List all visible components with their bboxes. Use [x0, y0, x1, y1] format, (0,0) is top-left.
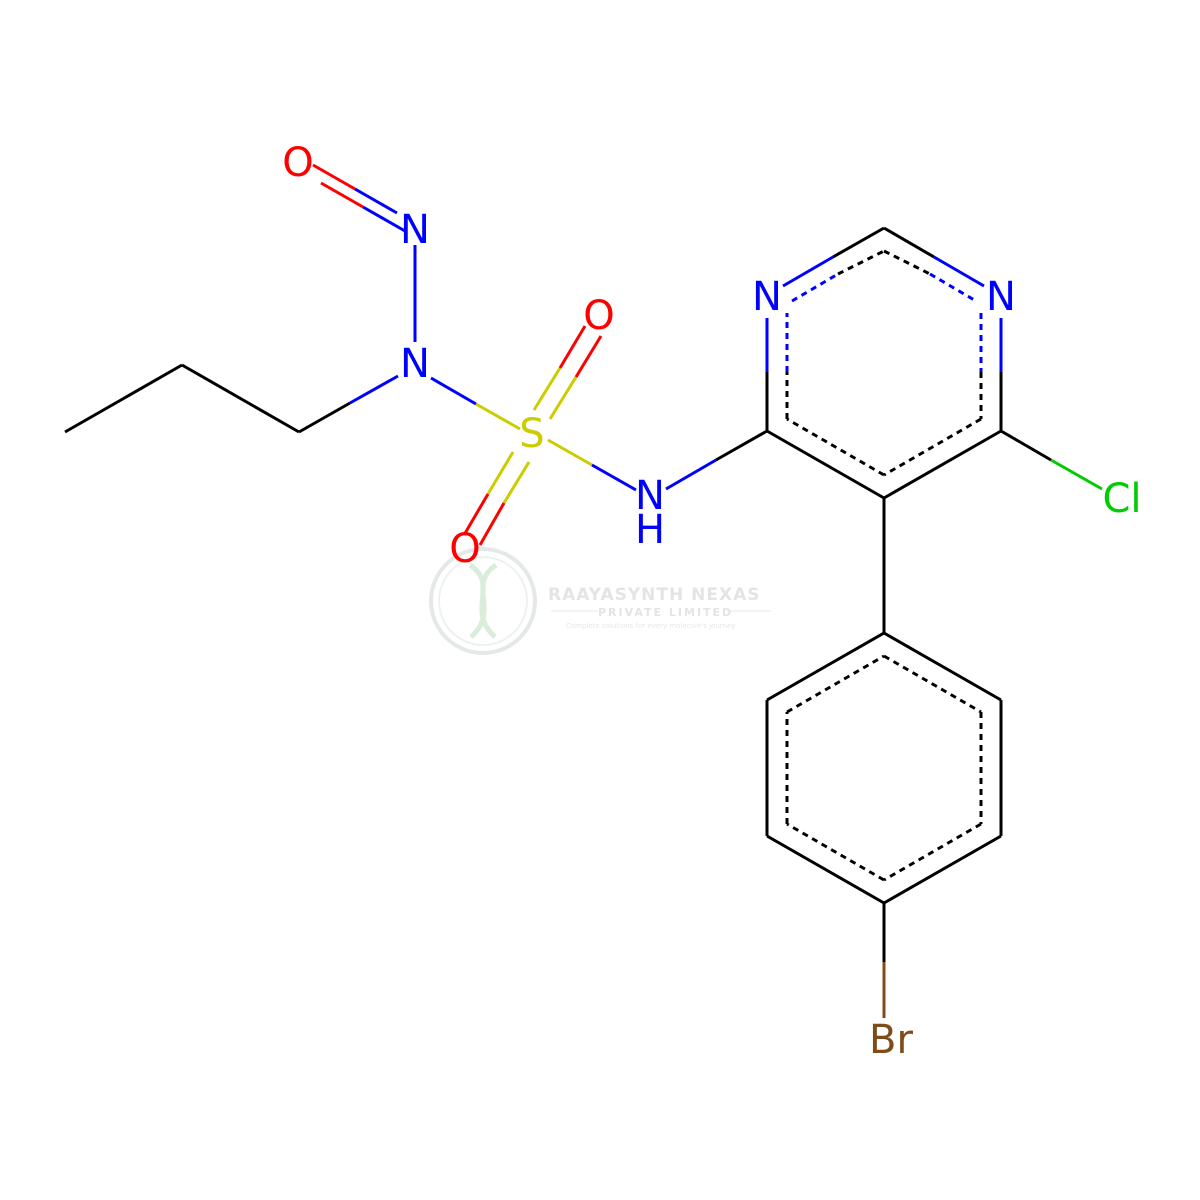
atom-nitrogen-nitroso: N	[400, 207, 430, 253]
bond-n3-c2-b	[832, 226, 885, 259]
bond-s-o-bot-1b	[462, 493, 490, 536]
bond-s-o-bot-2a	[502, 461, 531, 504]
bond-ph1-ph2	[883, 631, 1002, 702]
arom-c2-n1-b	[929, 272, 977, 303]
bond-c2-c3	[181, 363, 300, 434]
bond-s-o-bot-1a	[486, 451, 515, 495]
bond-c6-c5	[883, 429, 1002, 500]
bond-n-o-2a	[362, 205, 406, 233]
bond-c2-n1-a	[883, 226, 935, 259]
atom-nitrogen-amine: N	[400, 341, 430, 387]
bond-c2-n1-b	[933, 255, 985, 288]
bond-s-o-top-1b	[558, 325, 587, 369]
arom-c6-c5	[883, 417, 982, 477]
bond-nh-c4-a	[665, 458, 717, 491]
pyrimidine-aromatic	[785, 249, 983, 477]
arom-ph3-ph4	[883, 822, 982, 882]
bond-ph6-ph1	[766, 631, 885, 702]
bond-c3-n	[298, 401, 351, 434]
bond-s-nh-b	[591, 463, 637, 492]
atom-bromine: Br	[869, 1017, 913, 1063]
bond-ph3-ph4	[883, 834, 1002, 905]
arom-c2-n1-a	[883, 249, 931, 276]
bond-c5-c4	[766, 429, 885, 500]
atom-oxygen-nitroso: O	[282, 140, 313, 186]
arom-n3-c2-b	[837, 249, 885, 276]
arom-ph1-ph2	[883, 654, 982, 714]
arom-c5-c4	[786, 417, 885, 477]
atom-chlorine: Cl	[1102, 476, 1141, 522]
bond-s-nh-a	[547, 438, 593, 467]
bond-n-o-1a	[354, 187, 398, 215]
watermark-dna-icon	[468, 562, 498, 639]
bond-s-o-top-2a	[548, 376, 578, 420]
arom-ph4-ph5	[786, 822, 885, 882]
bond-n-o-1b	[312, 163, 356, 191]
watermark-logo-inner	[438, 556, 528, 646]
phenyl-aromatic	[785, 654, 983, 882]
watermark-tagline: Complete solutions for every molecule's …	[566, 622, 735, 630]
atom-nitrogen-nh: N	[635, 473, 665, 519]
atom-nitrogen-ring-right: N	[986, 274, 1016, 320]
arom-n3-c2-a	[791, 272, 839, 303]
bond-n3-c2-a	[782, 255, 834, 288]
atom-hydrogen: H	[635, 507, 665, 553]
watermark: RAAYASYNTH NEXAS PRIVATE LIMITED Complet…	[429, 547, 771, 655]
bonds	[64, 163, 1103, 1018]
atom-oxygen-sulfonyl-top: O	[583, 293, 614, 339]
atom-sulfur: S	[519, 411, 544, 457]
atom-nitrogen-ring-left: N	[752, 274, 782, 320]
bond-ph4-ph5	[766, 834, 885, 905]
watermark-subtitle: PRIVATE LIMITED	[598, 606, 733, 619]
bond-n-s-a	[430, 376, 477, 406]
bond-n-o-2b	[320, 181, 364, 209]
bond-c3-n-b	[349, 374, 399, 405]
bond-n-s-b	[475, 402, 521, 431]
bond-s-o-top-1a	[532, 367, 562, 411]
bond-c6-cl-a	[1000, 429, 1052, 462]
bond-c6-cl-b	[1050, 458, 1103, 491]
watermark-logo-ring	[429, 547, 537, 655]
arom-ph6-ph1	[786, 654, 885, 714]
bond-c1-c2	[64, 363, 183, 434]
bond-nh-c4-b	[715, 429, 768, 462]
atom-oxygen-sulfonyl-bottom: O	[449, 526, 480, 572]
bond-s-o-top-2b	[574, 335, 603, 378]
bond-s-o-bot-2b	[478, 502, 506, 546]
atom-labels: O N N S O O N H N N Cl Br	[282, 140, 1141, 1063]
watermark-title: RAAYASYNTH NEXAS	[548, 585, 761, 605]
